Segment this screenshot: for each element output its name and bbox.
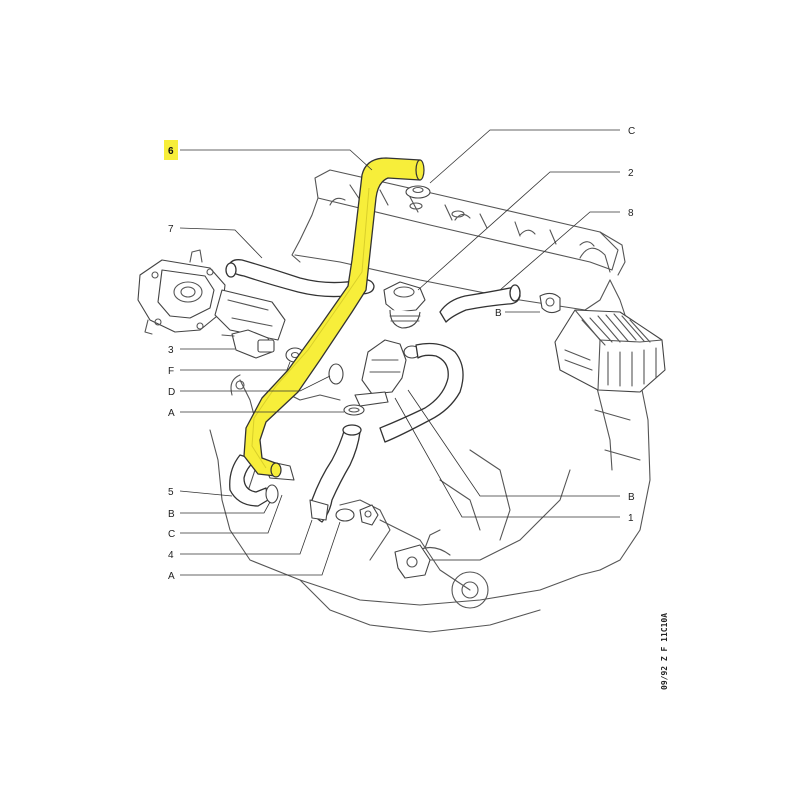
hose-6-inner-line (251, 187, 370, 469)
callout-A-lower: A (168, 571, 175, 582)
callout-C-top: C (628, 126, 635, 137)
callout-C-left: C (168, 529, 175, 540)
callout-2: 2 (628, 168, 634, 179)
hose-6-end-bottom (270, 462, 282, 478)
throttle-body-drawing (137, 249, 286, 341)
hoses-and-parts (221, 185, 561, 523)
hose-6-outline (243, 157, 421, 477)
callout-8: 8 (628, 208, 634, 219)
callout-B-right: B (628, 492, 635, 503)
highlighted-hose-part-6 (243, 157, 425, 478)
callout-5: 5 (168, 487, 174, 498)
callout-A-upper: A (168, 408, 175, 419)
callout-D: D (168, 387, 175, 398)
callout-labels: 6 7 3 F D A 5 B C 4 A C 2 8 B B 1 (164, 126, 635, 582)
callout-F: F (168, 366, 174, 377)
callout-6-highlight (164, 140, 178, 160)
leader-lines (179, 129, 620, 576)
callout-6: 6 (168, 146, 174, 157)
callout-4: 4 (168, 550, 174, 561)
reference-code: 09/92 Z F 11C10A (660, 613, 669, 690)
hose-6-end-top (415, 159, 425, 181)
callout-3: 3 (168, 345, 174, 356)
callout-B-left: B (168, 509, 175, 520)
callout-B-clip: B (495, 308, 502, 319)
air-filter-box-drawing (554, 309, 666, 393)
callout-1: 1 (628, 513, 634, 524)
callout-7: 7 (168, 224, 174, 235)
